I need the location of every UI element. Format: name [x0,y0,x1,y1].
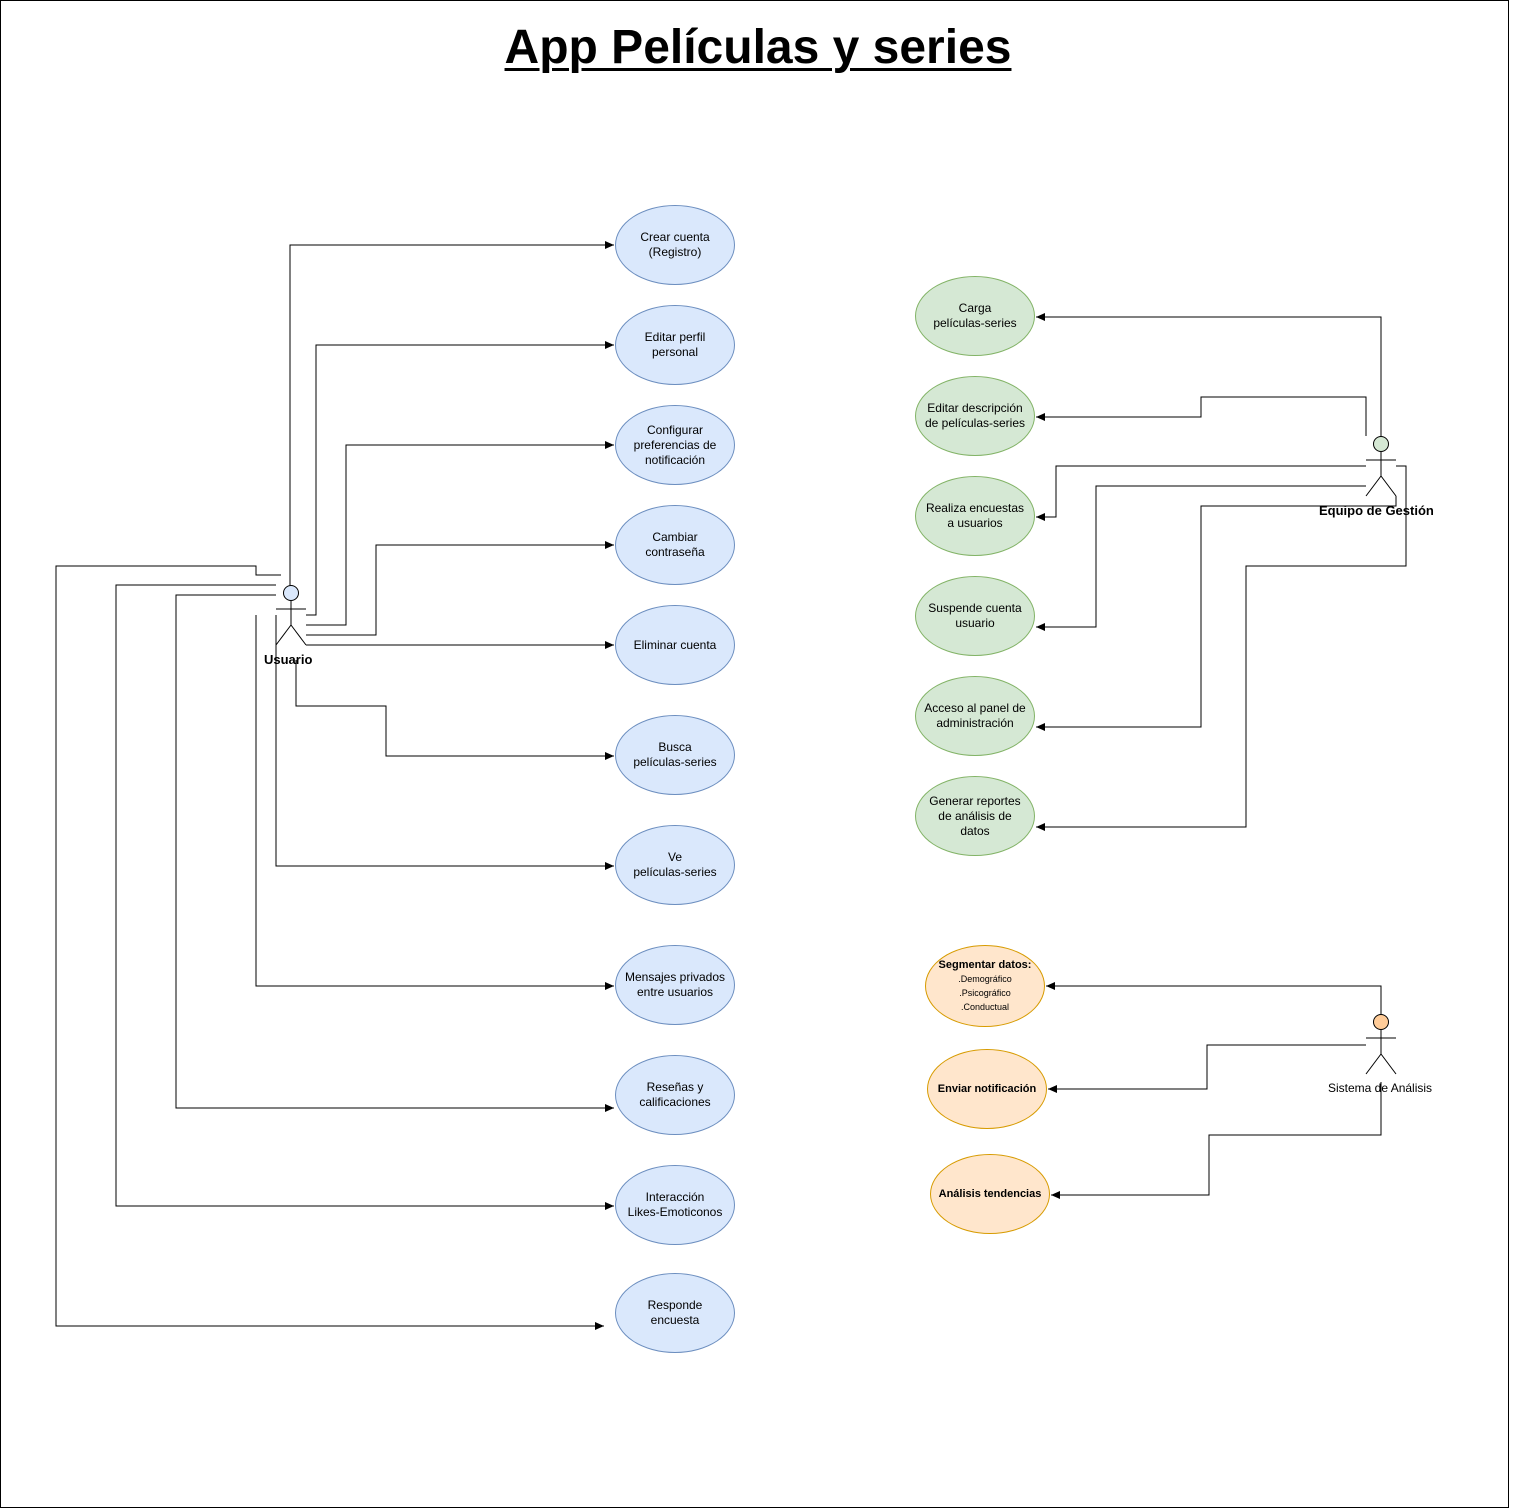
usuario-connectors [55,241,614,1330]
actor-equipo-label: Equipo de Gestión [1319,503,1434,518]
usecase-ve-peliculas[interactable]: Ve películas-series [615,825,735,905]
usecase-enviar-notificacion[interactable]: Enviar notificación [927,1049,1047,1129]
actor-sistema-head [1373,1014,1389,1030]
actor-usuario[interactable] [275,585,307,646]
usecase-mensajes-privados[interactable]: Mensajes privados entre usuarios [615,945,735,1025]
diagram-title: App Películas y series [504,21,1012,74]
usecase-crear-cuenta[interactable]: Crear cuenta (Registro) [615,205,735,285]
segmentar-item-psicografico: .Psicográfico [959,988,1011,998]
usecase-cambiar-contrasena[interactable]: Cambiar contraseña [615,505,735,585]
connector-analisis-tendencias [1051,1082,1382,1199]
usecase-responde-encuesta[interactable]: Responde encuesta [615,1273,735,1353]
connector-busca [295,660,614,760]
actor-equipo-gestion[interactable] [1365,436,1397,497]
sistema-connectors [1046,982,1382,1199]
connector-suspende [1036,485,1366,631]
segmentar-item-conductual: .Conductual [960,1002,1010,1012]
usecase-segmentar-datos[interactable]: Segmentar datos: .Demográfico .Psicográf… [925,945,1045,1027]
connector-realiza-encuestas [1036,465,1366,521]
usecase-eliminar-cuenta[interactable]: Eliminar cuenta [615,605,735,685]
connector-responde-encuesta [55,565,604,1330]
usecase-editar-descripcion[interactable]: Editar descripción de películas-series [915,376,1035,456]
connector-mensajes [255,615,614,990]
segmentar-content: Segmentar datos: .Demográfico .Psicográf… [939,958,1032,1014]
segmentar-item-demografico: .Demográfico [958,974,1012,984]
connector-generar-reportes [1036,465,1407,831]
usecase-suspende-cuenta[interactable]: Suspende cuenta usuario [915,576,1035,656]
connector-ve [275,615,614,870]
connector-editar-descripcion [1036,396,1367,436]
segmentar-heading: Segmentar datos: [938,959,1032,971]
usecase-busca-peliculas[interactable]: Busca películas-series [615,715,735,795]
actor-usuario-label: Usuario [264,652,313,667]
usecase-configurar-preferencias[interactable]: Configurar preferencias de notificación [615,405,735,485]
actor-usuario-head [283,585,299,601]
actor-sistema-label: Sistema de Análisis [1328,1081,1433,1095]
connector-cambiar-contrasena [306,541,614,636]
usecase-realiza-encuestas[interactable]: Realiza encuestas a usuarios [915,476,1035,556]
connector-interaccion [115,584,614,1210]
connector-carga [1036,313,1382,436]
usecase-interaccion[interactable]: Interacción Likes-Emoticonos [615,1165,735,1245]
usecase-editar-perfil[interactable]: Editar perfil personal [615,305,735,385]
connector-crear-cuenta [289,241,614,585]
usecase-acceso-panel[interactable]: Acceso al panel de administración [915,676,1035,756]
connector-acceso-panel [1036,496,1397,731]
usecase-generar-reportes[interactable]: Generar reportes de análisis de datos [915,776,1035,856]
usecase-carga-peliculas[interactable]: Carga películas-series [915,276,1035,356]
actor-equipo-head [1373,436,1389,452]
actor-sistema-analisis[interactable] [1365,1014,1397,1075]
connector-enviar-notificacion [1048,1044,1366,1093]
connector-segmentar [1046,982,1382,1014]
connector-configurar-preferencias [306,441,614,626]
connector-resenas [175,594,614,1112]
equipo-connectors [1036,313,1407,831]
usecase-resenas[interactable]: Reseñas y calificaciones [615,1055,735,1135]
connector-editar-perfil [306,341,614,616]
usecase-analisis-tendencias[interactable]: Análisis tendencias [930,1154,1050,1234]
